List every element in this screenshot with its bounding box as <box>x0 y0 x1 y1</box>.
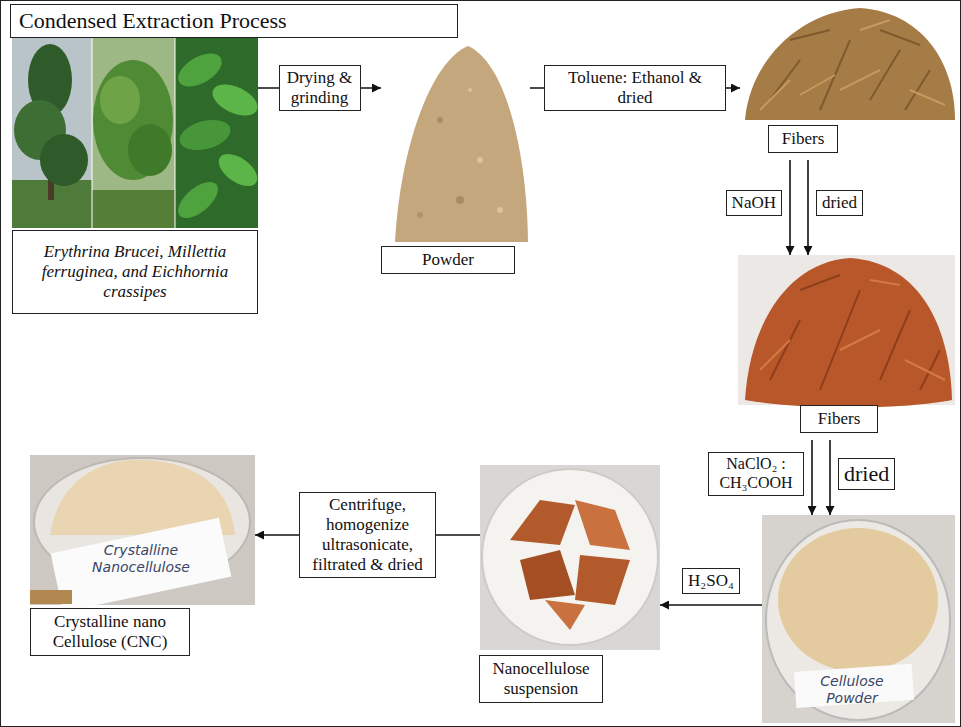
fibers-photo-part <box>745 8 955 120</box>
suspension-photo-part <box>482 469 658 645</box>
process-arrow <box>811 440 813 515</box>
plant-photos-part <box>172 175 224 224</box>
process-arrow <box>829 440 831 515</box>
caption-box: Fibers <box>768 125 838 153</box>
process-arrow <box>660 604 762 606</box>
cnc-dish-photo-part <box>30 590 72 604</box>
reagent-label: Toluene: Ethanol & dried <box>550 68 720 108</box>
step-caption: Erythrina Brucei, Millettia ferruginea, … <box>19 242 251 302</box>
reagent-label: Drying & grinding <box>285 68 355 108</box>
reagent-label-box: Drying & grinding <box>279 65 361 111</box>
photo-step-node: Erythrina Brucei, Millettia ferruginea, … <box>12 38 258 315</box>
reagent-label-box: dried <box>816 190 863 216</box>
fibers-photo-part <box>760 20 945 110</box>
powder-photo-part <box>437 117 443 123</box>
reagent-label: dried <box>822 193 857 213</box>
cellulose-dish-photo-part <box>762 515 955 723</box>
step-caption: Crystalline nano Cellulose (CNC) <box>40 612 180 652</box>
alkali-fibers-photo-part <box>745 258 952 408</box>
reagent-label-box: H₂SO₄ <box>682 568 740 594</box>
cellulose-dish-photo-part <box>794 664 914 708</box>
plant-photos-part <box>93 60 173 180</box>
powder-photo-part <box>395 46 528 242</box>
reagent-label: NaOH <box>732 193 776 213</box>
cnc-dish-photo <box>30 455 255 612</box>
plant-photos-part <box>40 134 88 186</box>
suspension-photo-part <box>480 465 660 650</box>
step-caption: Fibers <box>818 409 861 429</box>
handwritten-label: Cellulose Powder <box>793 672 911 707</box>
reagent-label-box: dried <box>838 458 895 490</box>
alkali-fibers-photo-part <box>760 280 945 380</box>
reagent-label: dried <box>844 461 889 487</box>
alkali-fibers-photo <box>738 255 955 408</box>
plant-photos-part <box>92 38 175 228</box>
suspension-photo-part <box>510 500 575 545</box>
alkali-fibers-photo-part <box>770 275 940 390</box>
dish-label-text: Cellulose Powder <box>796 673 908 706</box>
caption-box: Crystalline nano Cellulose (CNC) <box>30 608 190 656</box>
suspension-photo-part <box>575 500 630 550</box>
plant-photos-part <box>128 124 172 176</box>
reagent-label: H₂SO₄ <box>688 571 734 591</box>
photo-step-node: Fibers <box>738 255 955 440</box>
suspension-photo-part <box>575 555 630 605</box>
step-caption: Fibers <box>782 129 825 149</box>
suspension-photo <box>480 465 660 650</box>
step-caption: Nanocellulose suspension <box>486 659 596 699</box>
photo-step-node: Cellulose Powder <box>762 515 955 723</box>
reagent-label-box: NaOH <box>726 190 782 216</box>
cellulose-dish-photo-part <box>778 528 938 672</box>
plant-photos-part <box>175 38 176 228</box>
caption-box: Nanocellulose suspension <box>479 655 603 703</box>
cnc-dish-photo-part <box>51 518 232 612</box>
caption-box: Fibers <box>800 405 878 433</box>
cellulose-dish-photo <box>762 515 955 723</box>
suspension-photo-part <box>520 550 575 600</box>
photo-step-node: Powder <box>381 40 530 276</box>
cellulose-dish-photo-part <box>766 520 950 720</box>
caption-box: Powder <box>381 246 515 274</box>
photo-step-node: Fibers <box>740 3 955 160</box>
step-caption: Powder <box>422 250 474 270</box>
fibers-photo-part <box>770 30 930 110</box>
reagent-label: Centrifuge, homogenize ultrasonicate, fi… <box>305 495 430 575</box>
plant-photos-part <box>12 38 92 228</box>
plant-photos-part <box>92 190 175 228</box>
handwritten-label: Crystalline Nanocellulose <box>79 541 203 576</box>
photo-step-node: Crystalline NanocelluloseCrystalline nan… <box>30 455 255 697</box>
powder-photo-part <box>417 212 423 218</box>
plant-photos-part <box>92 38 93 228</box>
caption-box: Erythrina Brucei, Millettia ferruginea, … <box>12 230 258 314</box>
photo-step-node: Nanocellulose suspension <box>480 465 660 717</box>
dish-label-text: Crystalline Nanocellulose <box>82 542 200 575</box>
process-arrow <box>807 160 809 255</box>
diagram-title: Condensed Extraction Process <box>19 8 287 34</box>
process-arrow <box>789 160 791 255</box>
reagent-label-box: Centrifuge, homogenize ultrasonicate, fi… <box>299 492 436 578</box>
title-box: Condensed Extraction Process <box>10 4 458 38</box>
plant-photos-part <box>213 148 263 193</box>
powder-photo-part <box>468 88 472 92</box>
suspension-photo-part <box>545 600 585 630</box>
plant-photos-part <box>208 78 262 122</box>
reagent-label-box: Toluene: Ethanol & dried <box>544 65 726 111</box>
powder-photo <box>395 46 528 242</box>
fibers-photo <box>745 8 955 120</box>
powder-photo-part <box>477 157 483 163</box>
plant-photos-part <box>100 76 140 124</box>
powder-photo-part <box>456 196 464 204</box>
reagent-label: NaClO₂ : CH₃COOH <box>714 455 798 493</box>
powder-photo-part <box>497 207 503 213</box>
plant-photos <box>12 38 263 228</box>
plant-photos-part <box>176 115 233 156</box>
reagent-label-box: NaClO₂ : CH₃COOH <box>708 452 804 496</box>
